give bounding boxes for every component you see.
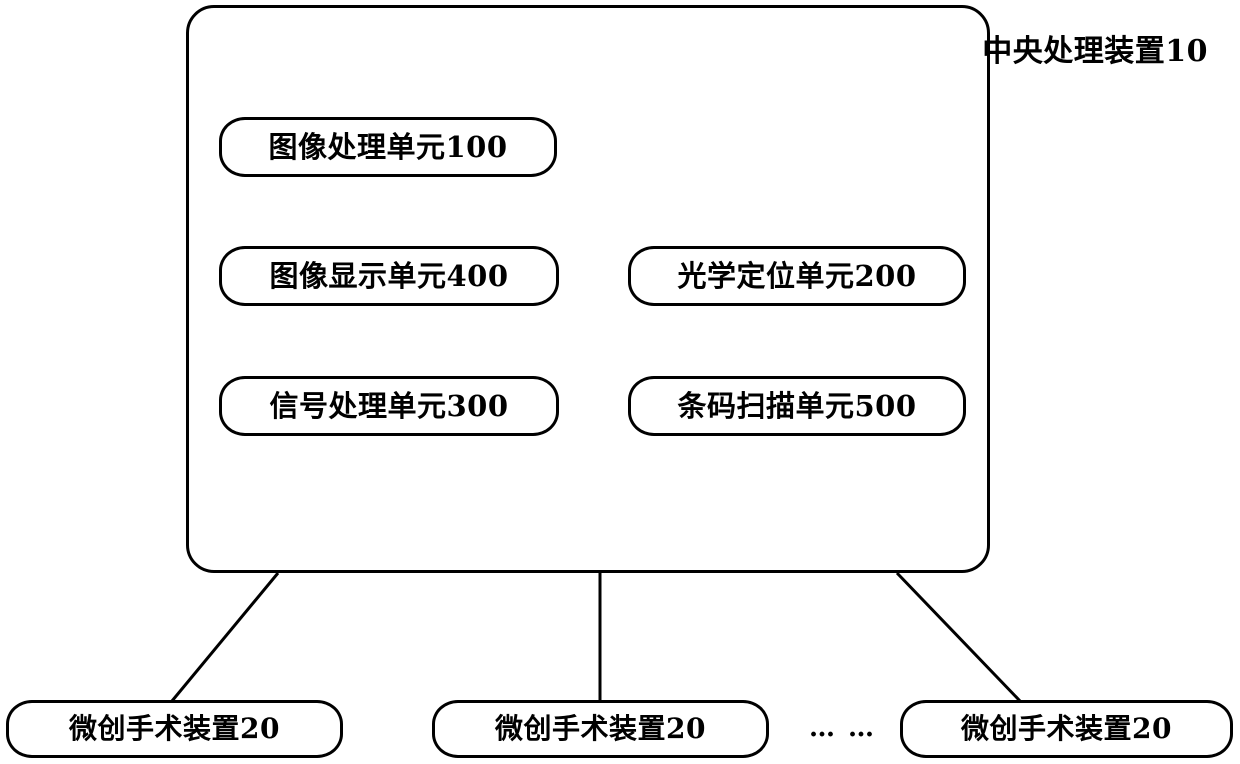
node-minimally-invasive-device-left[interactable]: 微创手术装置20	[6, 700, 343, 758]
node-barcode-scanning-unit-label: 条码扫描单元500	[677, 388, 917, 423]
node-barcode-scanning-unit[interactable]: 条码扫描单元500	[628, 376, 966, 436]
node-image-processing-unit-label: 图像处理单元100	[268, 129, 508, 164]
node-minimally-invasive-device-right-label: 微创手术装置20	[961, 712, 1172, 745]
connector-container-to-surgery-left	[170, 572, 280, 702]
node-image-display-unit[interactable]: 图像显示单元400	[219, 246, 559, 306]
node-signal-processing-unit-label: 信号处理单元300	[269, 388, 509, 423]
node-minimally-invasive-device-center-label: 微创手术装置20	[495, 712, 706, 745]
node-minimally-invasive-device-left-label: 微创手术装置20	[69, 712, 280, 745]
node-optical-positioning-unit[interactable]: 光学定位单元200	[628, 246, 966, 306]
node-minimally-invasive-device-center[interactable]: 微创手术装置20	[432, 700, 769, 758]
connector-container-to-surgery-right	[895, 571, 1022, 703]
node-image-display-unit-label: 图像显示单元400	[269, 258, 509, 293]
central-processing-container-label: 中央处理装置10	[982, 34, 1208, 69]
node-image-processing-unit[interactable]: 图像处理单元100	[219, 117, 557, 177]
node-signal-processing-unit[interactable]: 信号处理单元300	[219, 376, 559, 436]
node-optical-positioning-unit-label: 光学定位单元200	[677, 258, 917, 293]
ellipsis-more-devices: … …	[808, 713, 877, 743]
node-minimally-invasive-device-right[interactable]: 微创手术装置20	[900, 700, 1233, 758]
